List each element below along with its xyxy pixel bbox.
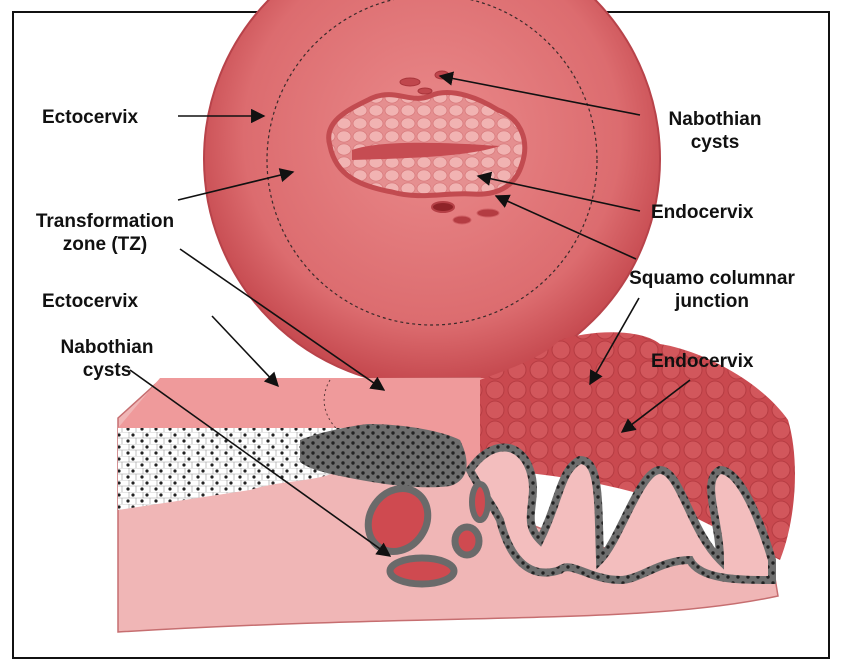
nabothian-cyst — [390, 558, 454, 584]
label-squamo-columnar-junction: Squamo columnar junction — [602, 267, 822, 313]
nabothian-cyst — [400, 78, 420, 86]
label-ectocervix-top: Ectocervix — [42, 106, 138, 129]
label-line: junction — [602, 290, 822, 313]
label-nabothian-cysts-top: Nabothian cysts — [640, 108, 790, 154]
label-endocervix-bottom: Endocervix — [651, 350, 753, 373]
label-line: Squamo columnar — [602, 267, 822, 290]
label-line: Nabothian — [38, 336, 176, 359]
nabothian-cyst — [432, 202, 454, 212]
label-ectocervix-bottom: Ectocervix — [42, 290, 138, 313]
label-nabothian-cysts-bottom: Nabothian cysts — [38, 336, 176, 382]
label-line: Transformation — [10, 210, 200, 233]
arrow-bottom-ectocervix — [212, 316, 278, 386]
label-transformation-zone: Transformation zone (TZ) — [10, 210, 200, 256]
nabothian-cyst — [472, 484, 488, 520]
nabothian-cyst — [477, 209, 499, 217]
label-endocervix-top: Endocervix — [651, 201, 753, 224]
nabothian-cyst — [455, 527, 479, 555]
cervix-face-view — [204, 0, 660, 387]
label-line: cysts — [38, 359, 176, 382]
label-line: cysts — [640, 131, 790, 154]
nabothian-cyst — [453, 216, 471, 224]
label-line: zone (TZ) — [10, 233, 200, 256]
label-line: Nabothian — [640, 108, 790, 131]
nabothian-cyst — [418, 88, 432, 94]
